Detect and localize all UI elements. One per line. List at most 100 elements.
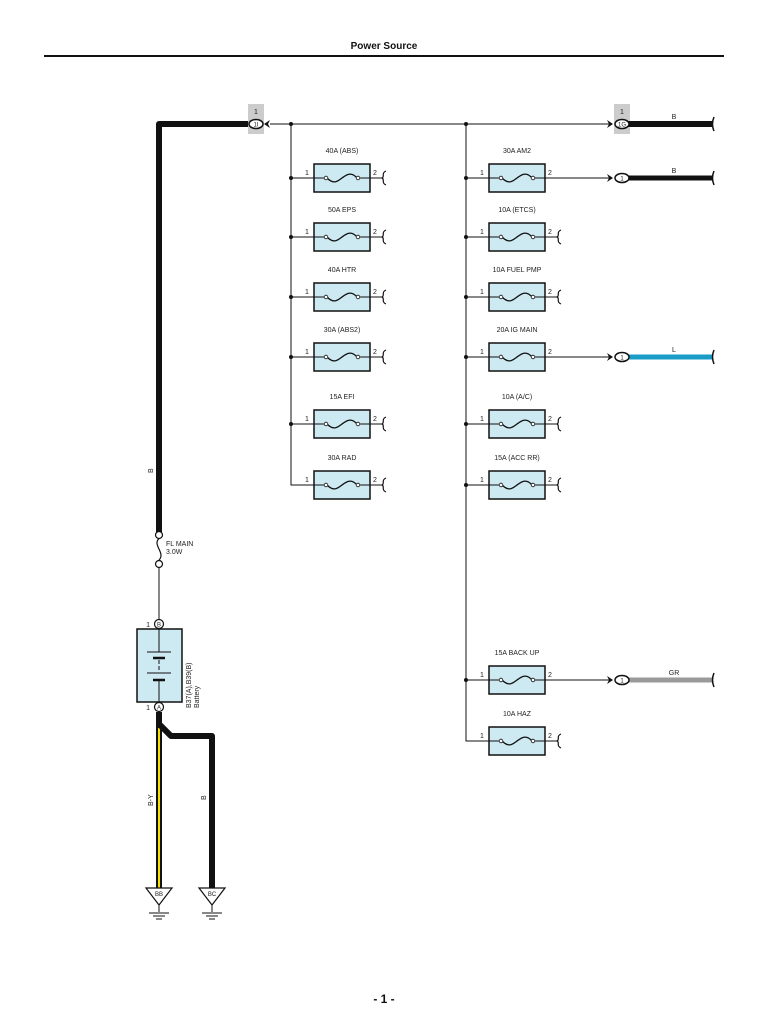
- fuse-label: 15A EFI: [330, 394, 355, 401]
- inline-connector: [614, 674, 630, 686]
- fuse-label: 15A BACK UP: [495, 650, 540, 657]
- fuse-pin-out: 2: [548, 170, 552, 177]
- connector-pin-label: 1: [620, 109, 624, 116]
- fuse-pin-out: 2: [548, 416, 552, 423]
- fuse-pin-out: 2: [548, 672, 552, 679]
- junction-dot: [464, 483, 468, 487]
- connector-id-label: 1I: [253, 123, 258, 129]
- fuse-pin-out: 2: [548, 349, 552, 356]
- fuse-label: 10A HAZ: [503, 711, 532, 718]
- title-rule: [44, 55, 724, 57]
- wire-continuation-icon: [380, 477, 387, 493]
- connector-pin-label: 1: [620, 356, 624, 362]
- wire-continuation-icon: [555, 477, 562, 493]
- ground-wire-bc: B: [156, 721, 215, 888]
- fuse-pin-in: 1: [305, 477, 309, 484]
- wire-color-label: L: [672, 347, 676, 354]
- fuse-pin-in: 1: [305, 349, 309, 356]
- fuse-pin-out: 2: [548, 229, 552, 236]
- wire-continuation-icon: [380, 289, 387, 305]
- fuse-label: 15A (ACC RR): [494, 455, 540, 462]
- battery-connector-label: B37(A),B39(B): [186, 662, 193, 708]
- wire-continuation-icon: [711, 672, 715, 688]
- battery-terminal-b-pin: 1: [146, 622, 150, 629]
- fuse-label: 10A (A/C): [502, 394, 532, 401]
- fuse-label: 30A RAD: [328, 455, 357, 462]
- junction-dot: [464, 678, 468, 682]
- fuse-15a-acc-rr: 15A (ACC RR) 1 2: [464, 455, 562, 500]
- fuse-label: 10A FUEL PMP: [493, 267, 542, 274]
- battery: B 1 A 1 B37(A),B39(B) Battery: [136, 618, 201, 713]
- ground-bc-wire-label: B: [201, 795, 208, 800]
- junction-dot: [464, 235, 468, 239]
- wire-continuation-icon: [711, 170, 715, 186]
- main-wire-color-label: B: [148, 468, 155, 473]
- junction-dot: [289, 235, 293, 239]
- fuse-pin-out: 2: [373, 289, 377, 296]
- battery-terminal-b: B: [157, 623, 161, 629]
- connector-pin-label: 1: [254, 109, 258, 116]
- battery-terminal-a-pin: 1: [146, 705, 150, 712]
- connector-left-inline: 1 1I: [248, 104, 270, 134]
- junction-dot: [464, 422, 468, 426]
- wire-continuation-icon: [380, 349, 387, 365]
- wire-continuation-icon: [380, 416, 387, 432]
- fuse-pin-in: 1: [480, 672, 484, 679]
- fuse-30a-rad: 30A RAD 1 2: [290, 455, 387, 500]
- fl-main-label: FL MAIN: [166, 541, 193, 548]
- connector-arrow-icon: [607, 174, 613, 182]
- fuse-pin-out: 2: [548, 289, 552, 296]
- fuse-label: 50A EPS: [328, 207, 356, 214]
- inline-connector: [614, 351, 630, 363]
- fuse-pin-in: 1: [480, 477, 484, 484]
- fuse-10a-haz: 10A HAZ 1 2: [465, 711, 562, 756]
- connector-id-label: 1G: [618, 123, 626, 129]
- fuse-output-gr: 1GR: [545, 670, 715, 688]
- wire-continuation-icon: [555, 733, 562, 749]
- fuse-label: 40A HTR: [328, 267, 356, 274]
- fuse-pin-in: 1: [480, 289, 484, 296]
- connector-pin-label: 1: [620, 679, 624, 685]
- junction-dot: [464, 176, 468, 180]
- fuse-output-b: 1B: [545, 168, 715, 186]
- fuse-label: 40A (ABS): [326, 148, 359, 155]
- fuse-label: 30A AM2: [503, 148, 531, 155]
- connector-arrow-icon: [607, 353, 613, 361]
- fuse-30a-am2: 30A AM2 1 21B: [464, 148, 715, 193]
- junction-dot: [464, 355, 468, 359]
- junction-dot: [289, 355, 293, 359]
- ground-bb-label: BB: [155, 892, 163, 898]
- battery-terminal-a: A: [157, 706, 161, 712]
- fuse-40a-abs: 40A (ABS) 1 2: [289, 148, 387, 193]
- fuse-pin-in: 1: [305, 170, 309, 177]
- wire-continuation-icon: [380, 170, 387, 186]
- fuse-pin-in: 1: [480, 733, 484, 740]
- fuse-pin-in: 1: [305, 416, 309, 423]
- fuse-pin-in: 1: [305, 229, 309, 236]
- page-number: - 1 -: [373, 992, 395, 1006]
- ground-bc: BC: [197, 887, 227, 920]
- inline-connector: [614, 172, 630, 184]
- ground-bb: BB: [144, 887, 174, 920]
- wire-continuation-icon: [555, 229, 562, 245]
- wire-color-label: B: [672, 114, 677, 121]
- junction-dot: [289, 422, 293, 426]
- fuse-pin-in: 1: [480, 349, 484, 356]
- fuse-pin-out: 2: [373, 477, 377, 484]
- page-title: Power Source: [350, 41, 418, 52]
- fuse-output-l: 1L: [545, 347, 715, 365]
- ground-bb-wire-label: B-Y: [148, 794, 155, 806]
- fl-main-fusible-link: FL MAIN 3.0W: [154, 530, 193, 620]
- connector-pin-label: 1: [620, 177, 624, 183]
- junction-dot: [289, 176, 293, 180]
- fuse-pin-out: 2: [373, 170, 377, 177]
- fuse-pin-out: 2: [548, 733, 552, 740]
- fuse-pin-out: 2: [548, 477, 552, 484]
- wire-continuation-icon: [555, 289, 562, 305]
